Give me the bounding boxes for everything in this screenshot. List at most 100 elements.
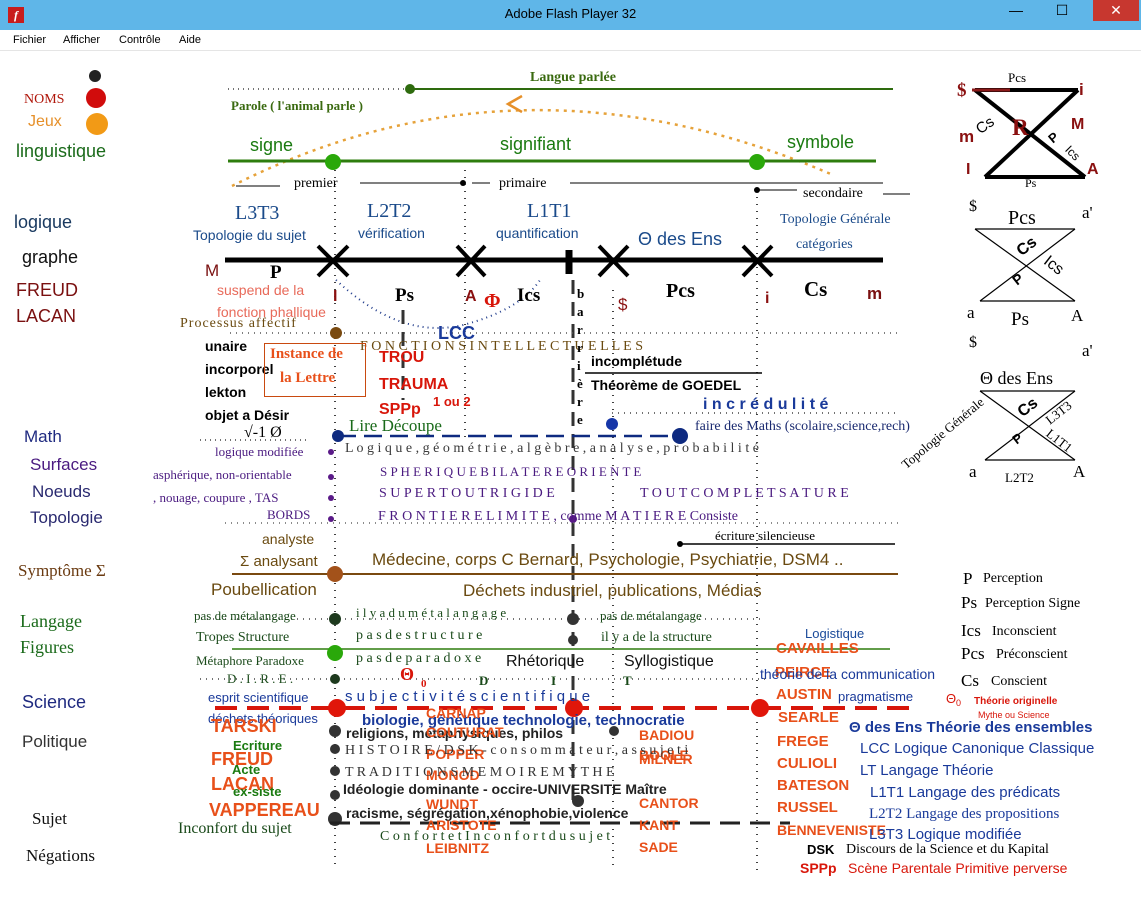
d2-pcs: Pcs xyxy=(1008,207,1036,229)
logistique-label: Logistique xyxy=(805,626,865,641)
d2-a: a xyxy=(967,303,975,322)
axis-phi: Φ xyxy=(484,290,501,312)
d1-A: A xyxy=(1087,161,1099,178)
d3-a1: a' xyxy=(1082,341,1093,360)
incompletude-label: incomplétude xyxy=(591,353,683,369)
super-tout-label: S U P E R T O U T R I G I D E xyxy=(379,486,555,501)
popper-label: POPPER xyxy=(426,746,485,762)
axis-M: M xyxy=(205,261,220,280)
dechets-theo-label: déchets théoriques xyxy=(208,711,318,726)
minimize-button[interactable]: — xyxy=(1009,2,1023,18)
legend-l3t3: L3T3 Logique modifiée xyxy=(869,826,1022,843)
russel-label: RUSSEL xyxy=(777,799,838,816)
topo-sujet-label: Topologie du sujet xyxy=(193,227,306,243)
processus-node xyxy=(330,327,342,339)
confort-label: C o n f o r t e t I n c o n f o r t d u … xyxy=(380,829,611,844)
coutural-label: COUTURAT xyxy=(426,724,504,740)
peirce-label: PEIRCE xyxy=(775,664,831,681)
lire-node xyxy=(332,430,344,442)
freud2-label: FREUD xyxy=(211,749,273,769)
surfaces-label: Surfaces xyxy=(30,455,98,474)
theorie-comm-label: théorie de la communication xyxy=(760,666,936,682)
legend-sym-ps: Ps xyxy=(961,593,978,612)
symbole-node xyxy=(749,154,765,170)
d3-A: A xyxy=(1073,462,1086,481)
medecine-label: Médecine, corps C Bernard, Psychologie, … xyxy=(372,550,844,569)
sade-label: SADE xyxy=(639,839,678,855)
menu-aide[interactable]: Aide xyxy=(179,34,202,46)
instance-label-2: la Lettre xyxy=(280,370,336,386)
metaphore-label: Métaphore Paradoxe xyxy=(196,653,304,668)
frontiere-label: F R O N T I E R E L I M I T E , comme M … xyxy=(378,509,738,524)
boole-label: BOOLE xyxy=(639,747,689,763)
badiou-label: BADIOU xyxy=(639,727,695,743)
noms-dot-gray xyxy=(89,70,101,82)
d2-s: $ xyxy=(969,198,977,215)
legend-sym-cs: Cs xyxy=(961,671,979,690)
pas-meta-label-right: pas de métalangage xyxy=(600,608,702,623)
structure-node xyxy=(568,635,578,645)
freud-label: FREUD xyxy=(16,280,78,300)
tropes-label: Tropes Structure xyxy=(196,630,290,645)
searle-label: SEARLE xyxy=(778,709,839,726)
d1-i: i xyxy=(1079,80,1084,99)
close-button[interactable]: ✕ xyxy=(1093,0,1139,21)
legend-sppp: Scène Parentale Primitive perverse xyxy=(848,860,1068,876)
d1-r: R xyxy=(1012,115,1029,140)
analysant-label: Σ analysant xyxy=(240,553,318,570)
l1t1-label: L1T1 xyxy=(527,200,572,222)
leibnitz-label: LEIBNITZ xyxy=(426,840,489,856)
faire-maths-label: faire des Maths (scolaire,science,rech) xyxy=(695,419,910,434)
maximize-button[interactable]: ☐ xyxy=(1055,2,1069,18)
d3-s: $ xyxy=(969,334,977,351)
linguistique-label: linguistique xyxy=(16,141,107,161)
meta-node-right xyxy=(567,613,579,625)
legend-text-cs: Conscient xyxy=(991,674,1047,689)
primaire-dot xyxy=(460,180,466,186)
traditions-label: T R A D I T I O N S M E M O I R E M Y T … xyxy=(345,765,615,780)
jeux-dot xyxy=(86,113,108,135)
theta-ens-label: Θ des Ens xyxy=(638,229,723,249)
legend-lcc: LCC Logique Canonique Classique xyxy=(860,740,1095,757)
d1-pcs: Pcs xyxy=(1008,70,1027,85)
suspend-label-2: fonction phallique xyxy=(217,304,326,320)
d3-a: a xyxy=(969,462,977,481)
incredulite-label: i n c r é d u l i t é xyxy=(703,396,829,413)
cavailles-label: CAVAILLES xyxy=(776,640,859,657)
instance-label-1: Instance de xyxy=(270,346,343,362)
axis-i: I xyxy=(333,288,338,305)
goedel-label: Théorème de GOEDEL xyxy=(591,377,742,393)
sujet-label: Sujet xyxy=(32,809,67,828)
frege-label: FREGE xyxy=(777,733,829,750)
dire-node xyxy=(330,674,340,684)
biologie-label: biologie, génétique technologie, technoc… xyxy=(362,712,685,729)
lacan-label: LACAN xyxy=(16,306,77,326)
axis-Pcs: Pcs xyxy=(666,280,695,302)
aristote-label: ARISTOTE xyxy=(426,817,497,833)
d1-I: I xyxy=(966,161,971,178)
trou-label: TROU xyxy=(379,349,425,366)
poubellication-label: Poubellication xyxy=(211,580,317,599)
incorporel-label: incorporel xyxy=(205,361,274,377)
d2-ps: Ps xyxy=(1011,309,1029,330)
science-label: Science xyxy=(22,692,87,712)
theta0-sub: 0 xyxy=(421,678,427,690)
noms-dot xyxy=(86,88,106,108)
parole-label: Parole ( l'animal parle ) xyxy=(231,98,363,113)
signe-label: signe xyxy=(250,135,294,155)
d1-M: M xyxy=(1071,116,1085,133)
dechets-label: Déchets industriel, publications, Médias xyxy=(463,581,762,600)
logique-geo-label: L o g i q u e , g é o m é t r i e , a l … xyxy=(345,441,759,456)
menu-fichier[interactable]: Fichier xyxy=(13,34,47,46)
meta-node-left xyxy=(329,613,341,625)
math-label: Math xyxy=(24,427,62,446)
menu-afficher[interactable]: Afficher xyxy=(63,34,101,46)
sppp-label: SPPp xyxy=(379,401,421,418)
langage-label: Langage xyxy=(20,611,82,631)
d2-a1: a' xyxy=(1082,203,1093,222)
pragmatisme-label: pragmatisme xyxy=(838,689,914,704)
lacan2-label: LACAN xyxy=(211,774,274,794)
legend-sym-ics: Ics xyxy=(961,621,981,640)
menu-controle[interactable]: Contrôle xyxy=(119,34,161,46)
cantor-label: CANTOR xyxy=(639,795,699,811)
